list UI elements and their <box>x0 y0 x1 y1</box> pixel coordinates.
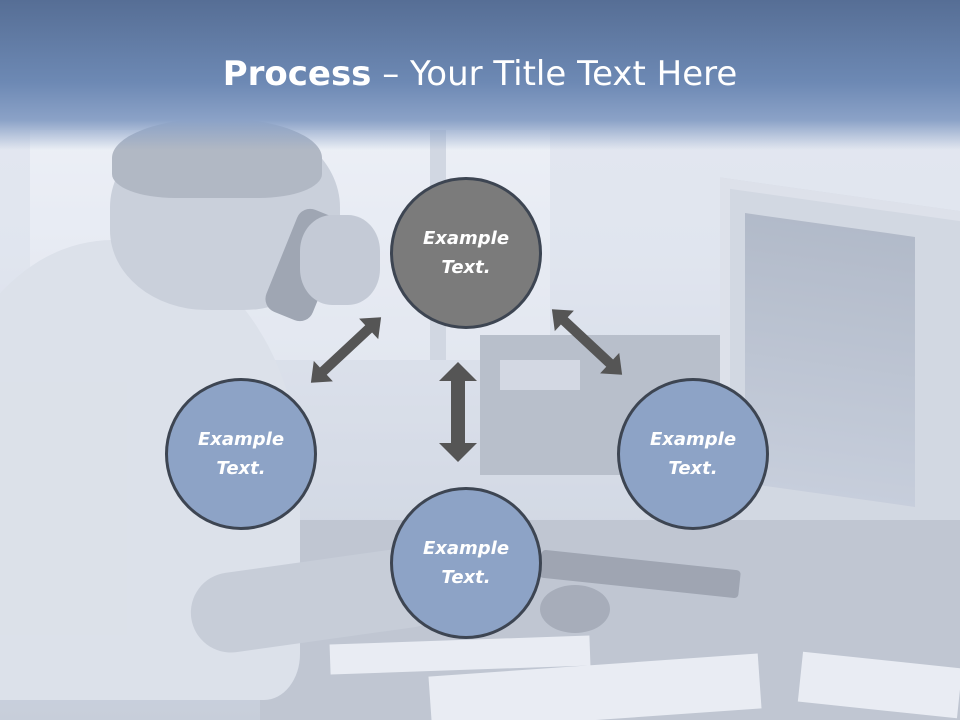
slide-title[interactable]: Process – Your Title Text Here <box>0 52 960 96</box>
node-line1: Example <box>422 538 510 559</box>
arrow-top-left[interactable] <box>301 307 390 393</box>
node-line2: Text. <box>668 458 718 479</box>
background-hand <box>300 215 380 305</box>
node-line2: Text. <box>216 458 266 479</box>
arrow-top-right[interactable] <box>542 299 631 385</box>
slide-title-bold: Process <box>222 54 372 94</box>
node-line1: Example <box>649 429 737 450</box>
slide-title-rest: – Your Title Text Here <box>371 54 738 94</box>
node-line2: Text. <box>441 257 491 278</box>
background-mouse <box>540 585 610 633</box>
title-band <box>0 0 960 150</box>
node-line1: Example <box>197 429 285 450</box>
node-line2: Text. <box>441 567 491 588</box>
node-line1: Example <box>422 228 510 249</box>
arrow-top-bottom[interactable] <box>439 362 477 462</box>
background-shelf-box <box>500 360 580 390</box>
